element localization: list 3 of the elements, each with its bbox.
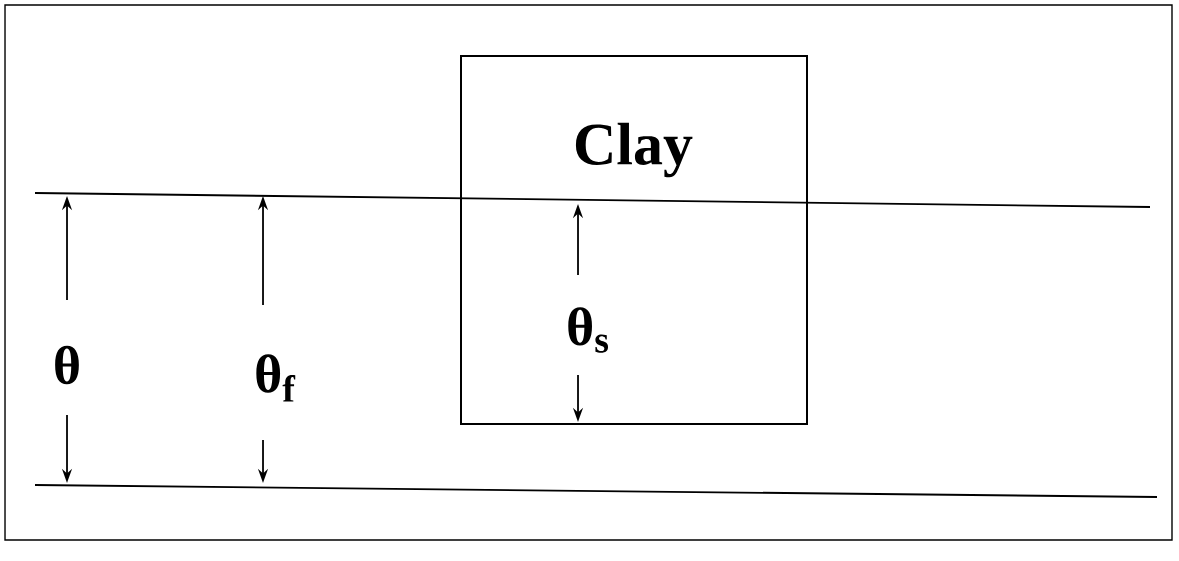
dimension-label: θ$_{s}$ [568,307,609,353]
dimension-label: θ$_{f}$ [256,354,296,402]
dimension-label: θ [55,345,79,385]
